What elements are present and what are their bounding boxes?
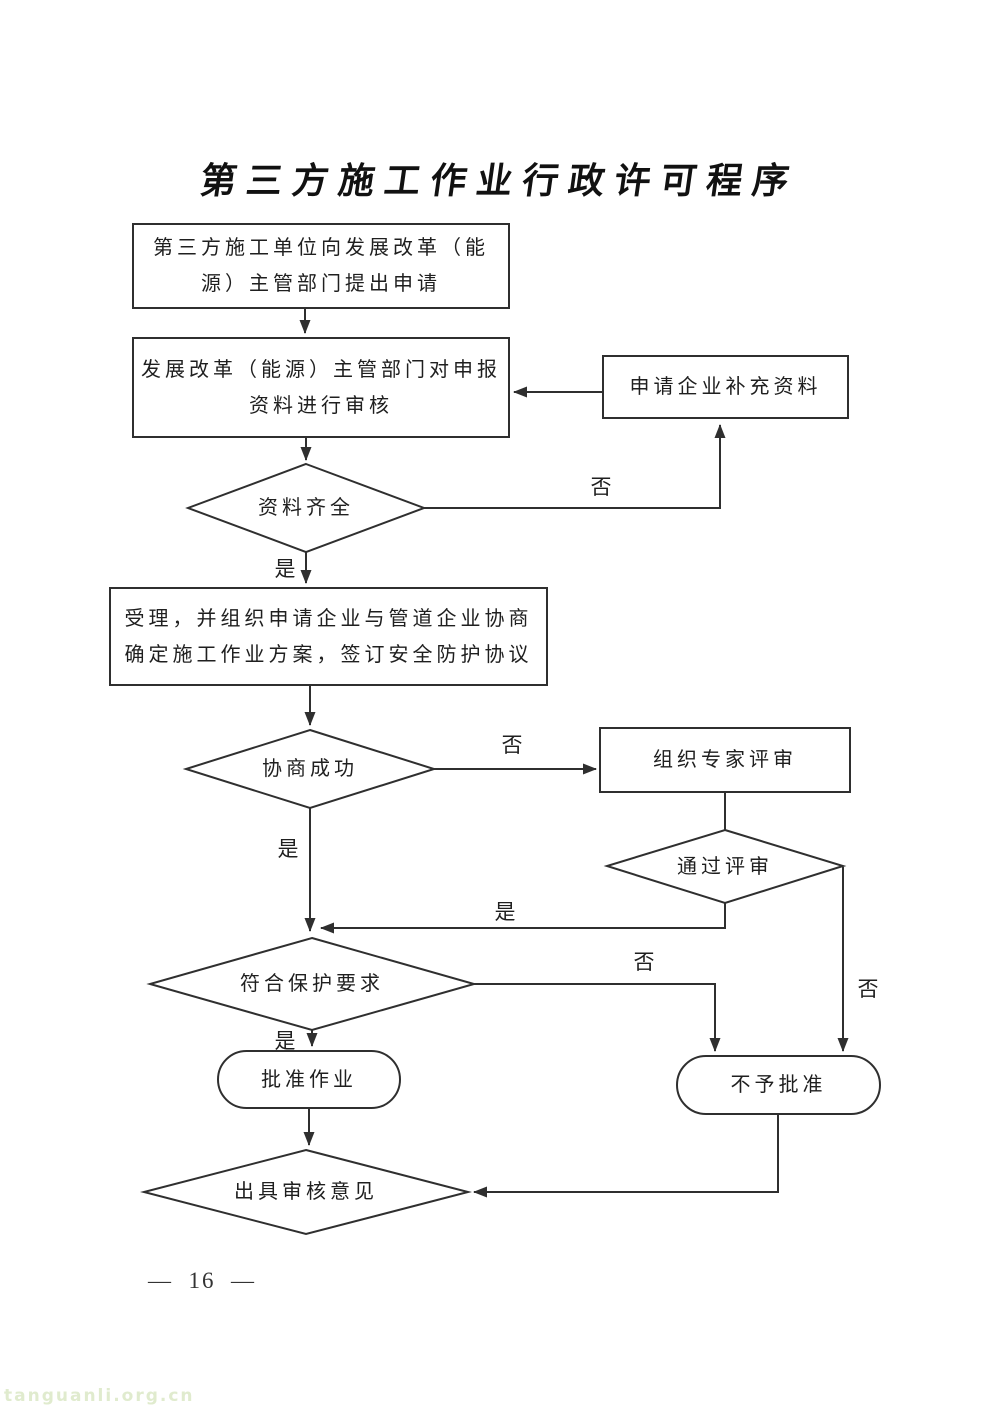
process-box-supplement: [603, 356, 848, 418]
decision-label-review-passed: 通过评审: [677, 855, 773, 878]
decision-label-protection-met: 符合保护要求: [240, 973, 384, 995]
page-number: — 16 —: [148, 1268, 256, 1293]
edge-complete-supplement-no: [424, 424, 726, 508]
process-label-supplement: 申请企业补充资料: [629, 376, 822, 398]
edge-passed-protection-yes: [320, 903, 725, 934]
process-box-apply: [133, 224, 509, 308]
edge-label-no-protection: 否: [633, 950, 655, 974]
process-box-accept: [110, 588, 547, 685]
edge-reject-opinion: [473, 1114, 778, 1198]
edge-protection-reject-no: [474, 984, 721, 1052]
edge-label-no-review-passed: 否: [857, 977, 879, 1001]
decision-diamond-issue-opinion: [144, 1150, 468, 1234]
edge-label-yes-materials: 是: [274, 557, 296, 581]
watermark-text: tanguanli.org.cn: [4, 1386, 195, 1406]
decision-label-negotiation-success: 协商成功: [262, 758, 358, 780]
edge-label-yes-protection: 是: [274, 1029, 296, 1053]
edge-label-no-negotiation: 否: [501, 733, 523, 757]
decision-label-issue-opinion: 出具审核意见: [234, 1181, 378, 1203]
terminator-label-reject: 不予批准: [730, 1074, 827, 1096]
decision-label-materials-complete: 资料齐全: [258, 497, 354, 519]
process-label-apply: 第三方施工单位向发展改革（能 源）主管部门提出申请: [153, 237, 489, 295]
terminator-label-approve: 批准作业: [261, 1068, 357, 1091]
edge-label-no-materials: 否: [590, 475, 612, 499]
process-box-review: [133, 338, 509, 437]
process-box-expert-review: [600, 728, 850, 792]
process-label-expert-review: 组织专家评审: [653, 749, 797, 771]
edge-label-yes-review-passed: 是: [494, 900, 516, 924]
process-label-accept: 受理，并组织申请企业与管道企业协商 确定施工作业方案，签订安全防护协议: [124, 607, 533, 666]
edge-label-yes-negotiation: 是: [277, 837, 299, 861]
process-label-review: 发展改革（能源）主管部门对申报 资料进行审核: [141, 358, 501, 417]
